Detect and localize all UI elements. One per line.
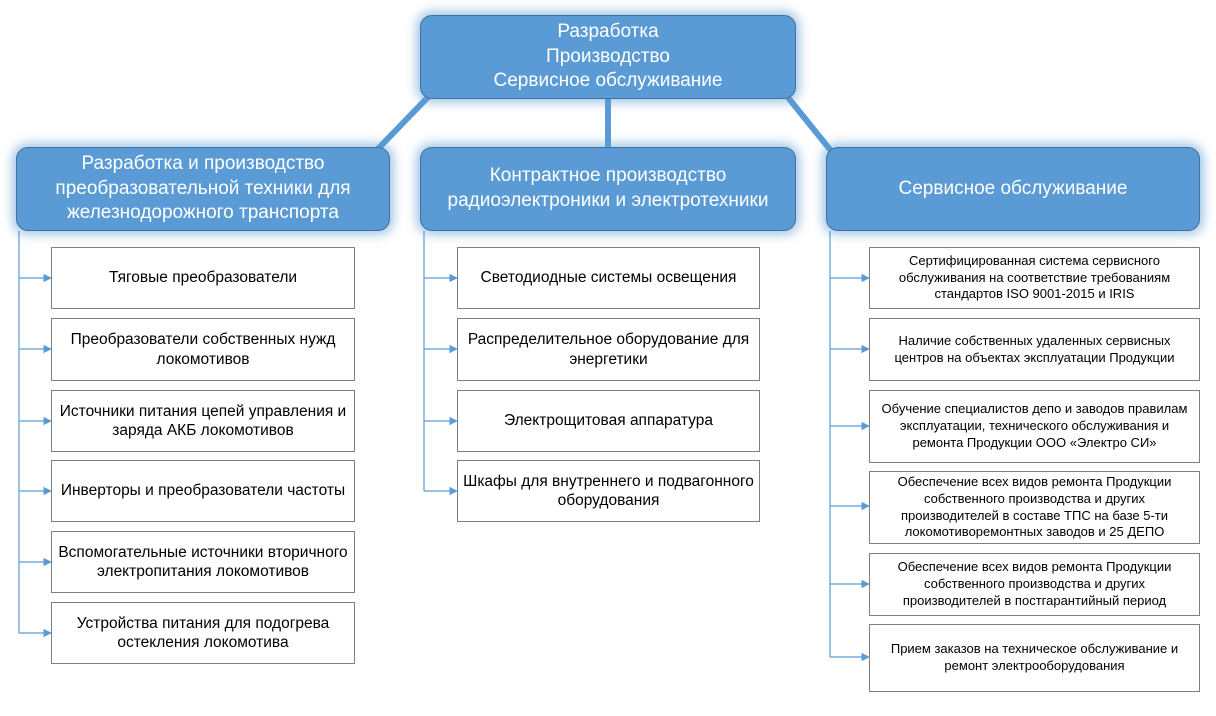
branch-3-item-5: Обеспечение всех видов ремонта Продукции… — [869, 553, 1200, 616]
branch-2-item-3: Электрощитовая аппаратура — [457, 390, 760, 452]
branch-3-item-4: Обеспечение всех видов ремонта Продукции… — [869, 471, 1200, 544]
branch-1-item-1: Тяговые преобразователи — [51, 247, 355, 309]
branch-1-item-2: Преобразователи собственных нужд локомот… — [51, 318, 355, 381]
root-line-production: Производство — [546, 45, 670, 67]
connector-root-right — [783, 93, 839, 159]
branch-1-item-6: Устройства питания для подогрева остекле… — [51, 602, 355, 664]
branch-1-item-5: Вспомогательные источники вторичного эле… — [51, 531, 355, 593]
branch-3-item-3: Обучение специалистов депо и заводов пра… — [869, 390, 1200, 463]
branch-3-item-2: Наличие собственных удаленных сервисных … — [869, 318, 1200, 381]
branch-2-item-4: Шкафы для внутреннего и подвагонного обо… — [457, 460, 760, 522]
branch-2-item-2: Распределительное оборудование для энерг… — [457, 318, 760, 381]
root-line-service: Сервисное обслуживание — [493, 70, 723, 92]
branch-3-header: Сервисное обслуживание — [826, 147, 1200, 231]
branch-1-item-4: Инверторы и преобразователи частоты — [51, 460, 355, 522]
root-node: Разработка Производство Сервисное обслуж… — [420, 15, 796, 99]
connector-root-left — [369, 92, 433, 158]
branch-1-header: Разработка и производство преобразовател… — [16, 147, 390, 231]
branch-3-item-6: Прием заказов на техническое обслуживани… — [869, 624, 1200, 692]
root-line-development: Разработка — [557, 20, 659, 42]
branch-2-item-1: Светодиодные системы освещения — [457, 247, 760, 309]
branch-2-header: Контрактное производство радиоэлектроник… — [420, 147, 796, 231]
branch-1-item-3: Источники питания цепей управления и зар… — [51, 390, 355, 452]
branch-3-item-1: Сертифицированная система сервисного обс… — [869, 247, 1200, 309]
